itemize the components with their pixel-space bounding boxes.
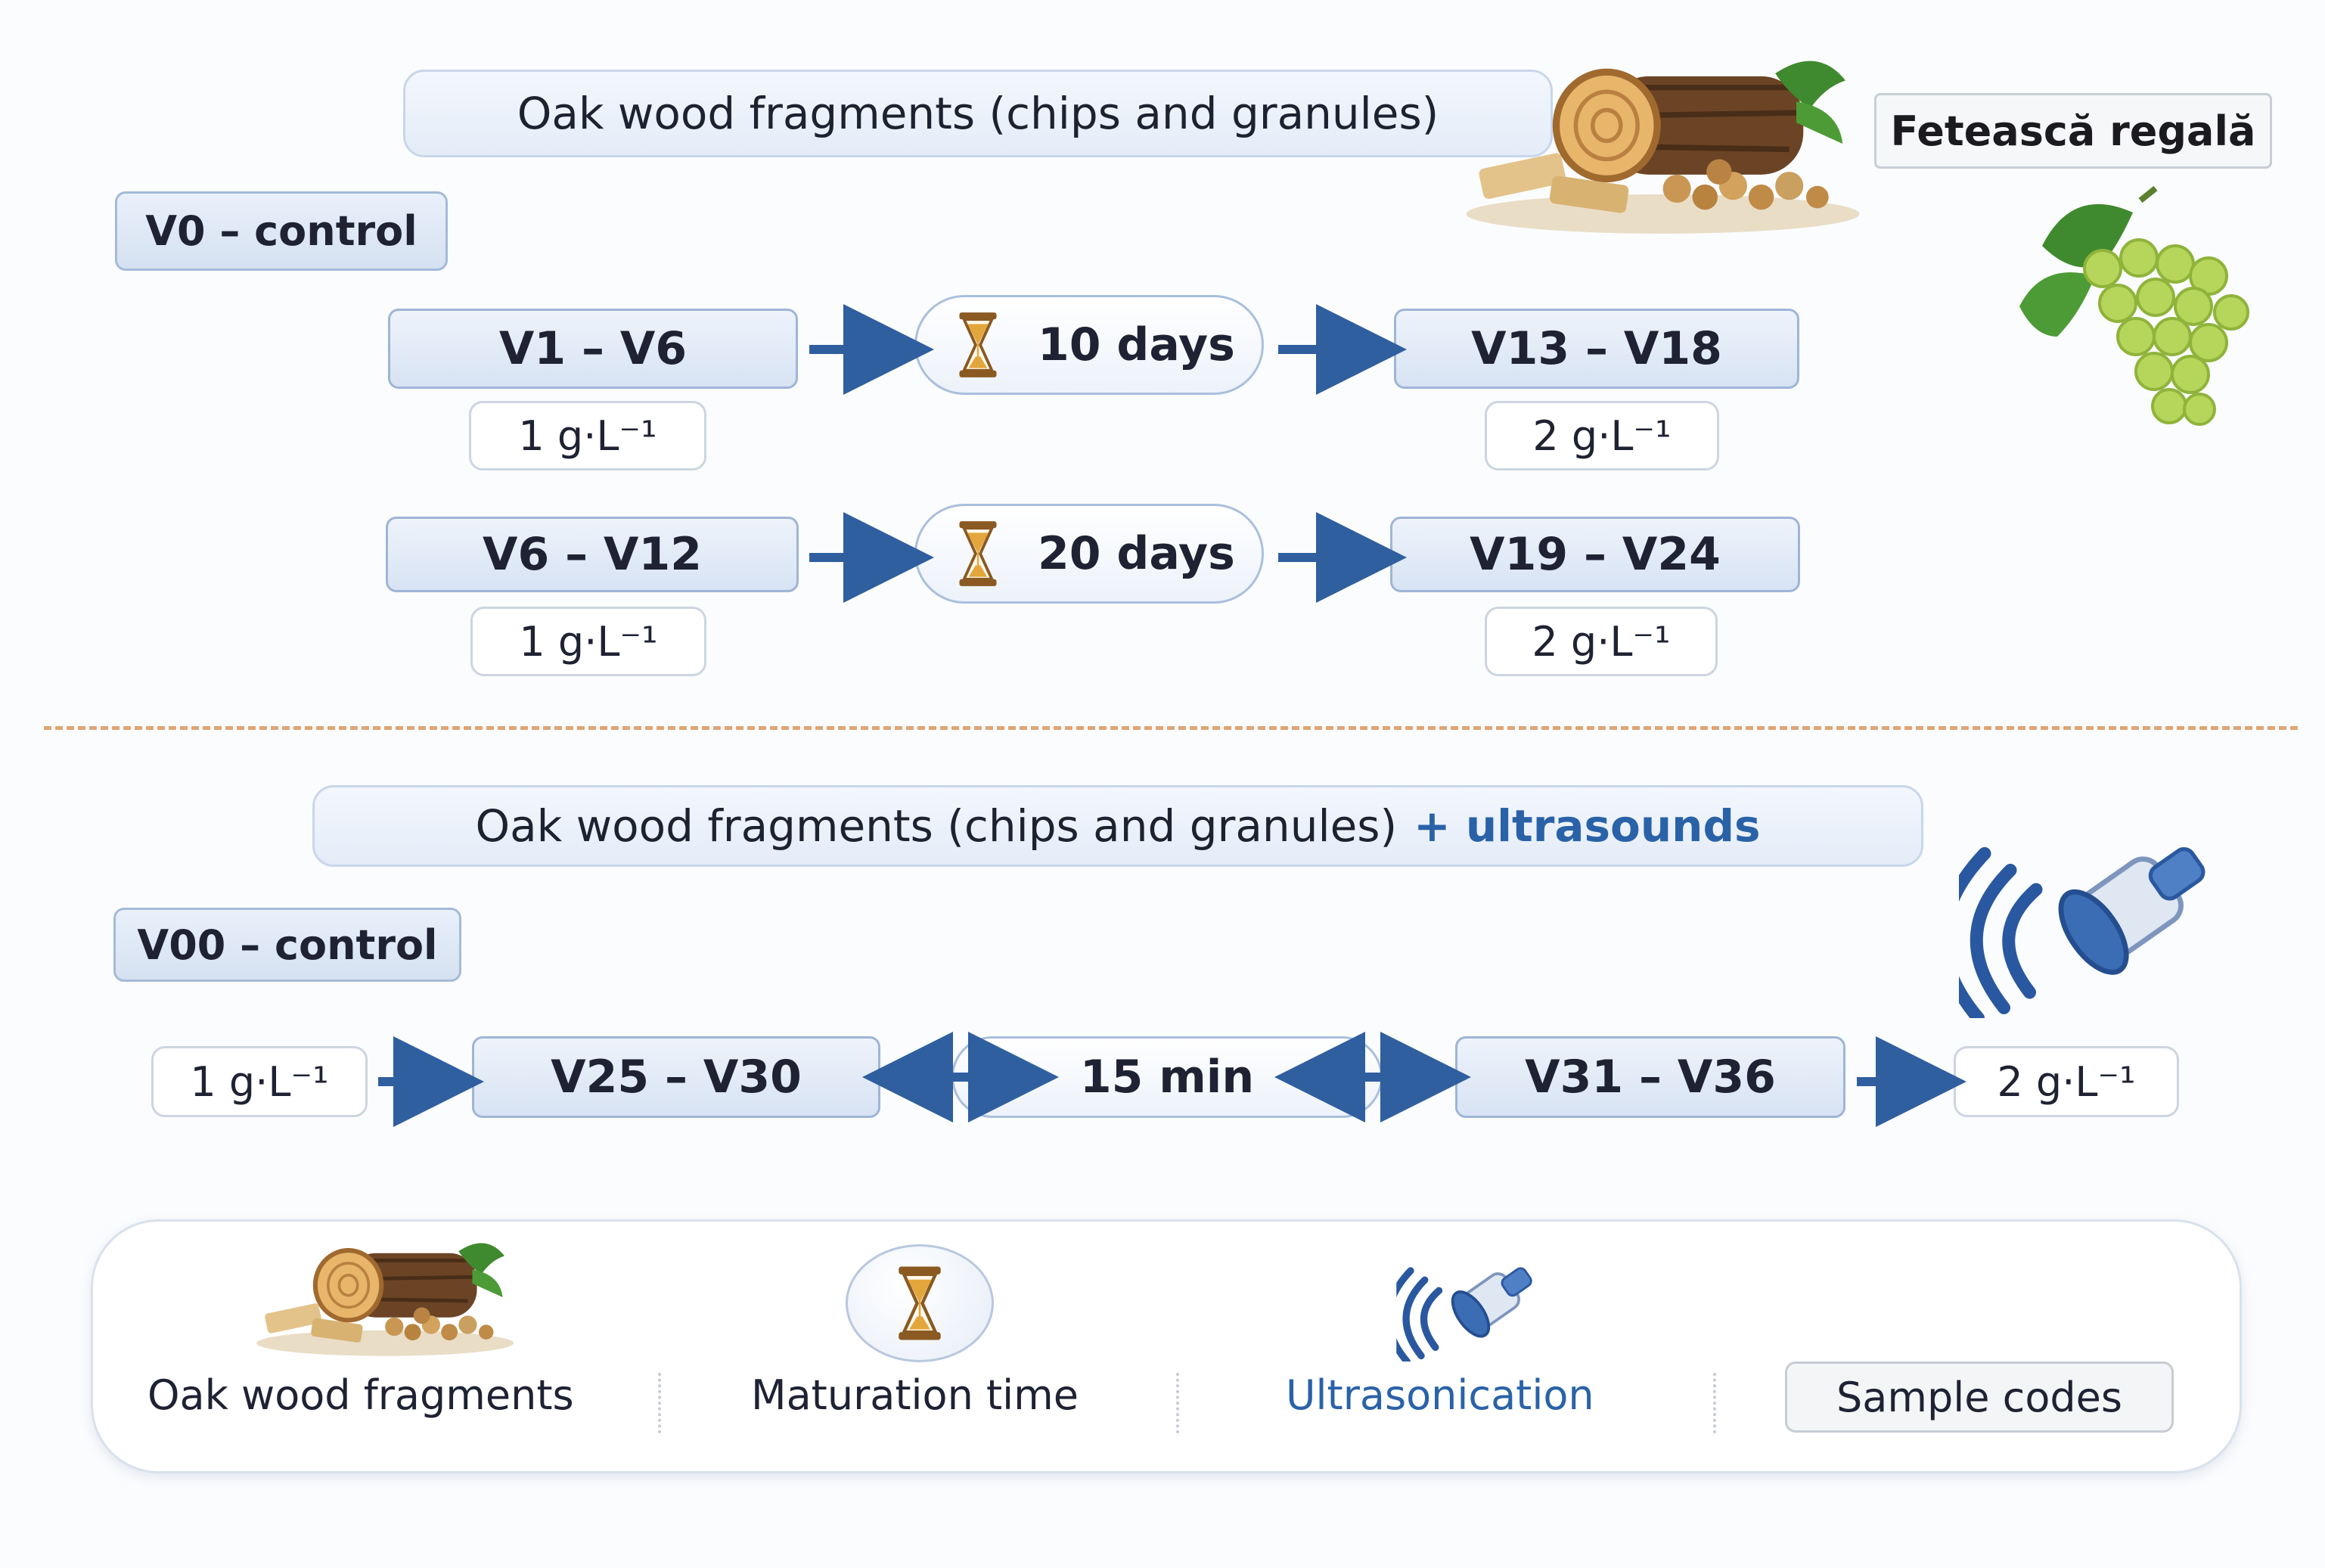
bottom-end-dose: 2 g·L⁻¹ bbox=[1954, 1046, 2179, 1117]
row1-start-code: V1 – V6 bbox=[388, 309, 798, 389]
row1-end-dose: 2 g·L⁻¹ bbox=[1485, 401, 1719, 470]
bottom-title-main: Oak wood fragments (chips and granules) bbox=[475, 800, 1398, 852]
legend-sep-3 bbox=[1713, 1373, 1716, 1433]
row1-duration: 10 days bbox=[1038, 318, 1235, 371]
bottom-start-dose: 1 g·L⁻¹ bbox=[151, 1046, 368, 1117]
variety-label: Fetească regală bbox=[1874, 93, 2272, 169]
legend-time-label: Maturation time bbox=[751, 1371, 1079, 1419]
row2-duration: 20 days bbox=[1038, 527, 1235, 580]
top-section-title: Oak wood fragments (chips and granules) bbox=[403, 70, 1553, 157]
hourglass-icon bbox=[893, 1264, 946, 1343]
legend-hourglass-badge bbox=[846, 1244, 994, 1362]
legend-oak-label: Oak wood fragments bbox=[147, 1371, 574, 1419]
bottom-title-accent: + ultrasounds bbox=[1414, 800, 1761, 852]
row2-end-dose: 2 g·L⁻¹ bbox=[1485, 607, 1718, 676]
row2-end-code: V19 – V24 bbox=[1390, 517, 1800, 592]
ultrasound-probe-icon bbox=[1369, 1248, 1566, 1362]
legend-sep-1 bbox=[658, 1373, 661, 1433]
oak-log-chips-icon bbox=[175, 1233, 576, 1362]
legend-ultrasound-label: Ultrasonication bbox=[1286, 1371, 1594, 1419]
bottom-section-title: Oak wood fragments (chips and granules) … bbox=[312, 785, 1923, 867]
row2-start-dose: 1 g·L⁻¹ bbox=[470, 607, 706, 676]
row1-start-dose: 1 g·L⁻¹ bbox=[469, 401, 706, 470]
bottom-end-code: V31 – V36 bbox=[1455, 1036, 1845, 1118]
row1-end-code: V13 – V18 bbox=[1394, 309, 1799, 389]
legend-sep-2 bbox=[1176, 1373, 1179, 1433]
row1-duration-pill: 10 days bbox=[914, 295, 1264, 395]
section-divider bbox=[44, 726, 2298, 730]
legend-codes-chip: Sample codes bbox=[1785, 1362, 2174, 1433]
bottom-start-code: V25 – V30 bbox=[472, 1036, 880, 1118]
row2-start-code: V6 – V12 bbox=[386, 517, 799, 592]
row2-duration-pill: 20 days bbox=[914, 504, 1264, 604]
bottom-control-label: V00 – control bbox=[113, 908, 461, 982]
top-control-label: V0 – control bbox=[115, 191, 448, 271]
grape-bunch-icon bbox=[2019, 185, 2249, 426]
